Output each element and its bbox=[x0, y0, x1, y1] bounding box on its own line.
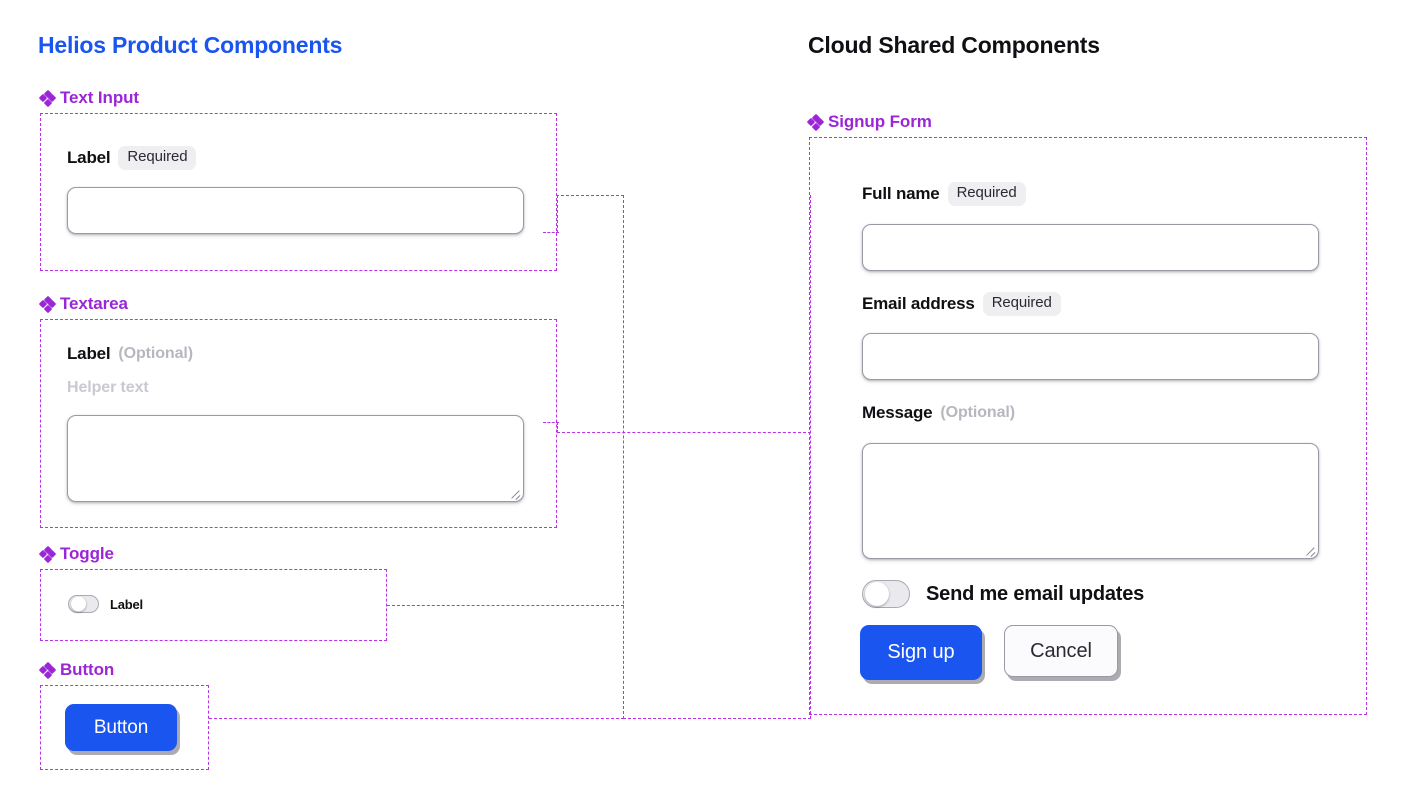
message-textarea[interactable] bbox=[862, 443, 1319, 559]
button-primary-demo[interactable]: Button bbox=[65, 704, 177, 751]
section-heading-button: Button bbox=[38, 660, 115, 680]
field-label: Email address bbox=[862, 293, 975, 313]
field-label: Label bbox=[67, 344, 111, 363]
connector-textinput-tail bbox=[543, 232, 559, 233]
field-label: Label bbox=[67, 147, 111, 167]
field-label-row-email: Email address Required bbox=[862, 292, 1061, 316]
component-box-text-input bbox=[40, 113, 557, 271]
diamond-component-icon bbox=[806, 113, 825, 131]
connector-textarea-tail bbox=[543, 422, 559, 423]
toggle-label: Label bbox=[110, 596, 143, 612]
toggle-knob bbox=[864, 582, 889, 606]
email-updates-toggle-row: Send me email updates bbox=[862, 580, 1144, 608]
full-name-input[interactable] bbox=[862, 224, 1319, 271]
diamond-component-icon bbox=[38, 295, 57, 313]
toggle-knob bbox=[70, 596, 86, 612]
diamond-component-icon bbox=[38, 545, 57, 563]
section-heading-label: Toggle bbox=[60, 544, 114, 563]
toggle-switch-email-updates[interactable] bbox=[862, 580, 910, 608]
field-label-row-textarea: Label (Optional) bbox=[67, 344, 193, 364]
email-input[interactable] bbox=[862, 333, 1319, 380]
section-heading-signup-form: Signup Form bbox=[806, 112, 932, 132]
toggle-label: Send me email updates bbox=[926, 582, 1145, 605]
component-box-signup-form bbox=[809, 137, 1367, 715]
text-input-field[interactable] bbox=[67, 187, 524, 234]
section-heading-label: Text Input bbox=[60, 88, 139, 107]
toggle-switch[interactable] bbox=[68, 595, 99, 613]
connector-trunk-right-vertical bbox=[810, 195, 811, 719]
badge-required: Required bbox=[118, 146, 197, 170]
connector-textinput-vertical-stub bbox=[557, 195, 558, 233]
textarea-field[interactable] bbox=[67, 415, 524, 502]
connector-bottom-rail bbox=[623, 718, 811, 719]
section-heading-text-input: Text Input bbox=[38, 88, 139, 108]
badge-optional: (Optional) bbox=[118, 345, 193, 362]
connector-toggle-horizontal bbox=[387, 605, 624, 606]
field-label-row-text-input: Label Required bbox=[67, 146, 197, 170]
diamond-component-icon bbox=[38, 89, 57, 107]
toggle-row: Label bbox=[68, 595, 143, 613]
section-heading-textarea: Textarea bbox=[38, 294, 128, 314]
connector-trunk-left-vertical bbox=[623, 195, 624, 719]
sign-up-button[interactable]: Sign up bbox=[860, 625, 982, 680]
field-label-row-message: Message (Optional) bbox=[862, 403, 1015, 423]
connector-main-bridge-horizontal bbox=[557, 432, 811, 433]
component-box-textarea bbox=[40, 319, 557, 528]
connector-button-horizontal bbox=[209, 718, 624, 719]
badge-required: Required bbox=[947, 182, 1026, 206]
field-label-row-full-name: Full name Required bbox=[862, 182, 1026, 206]
field-label: Full name bbox=[862, 183, 940, 203]
badge-optional: (Optional) bbox=[940, 404, 1015, 421]
section-heading-label: Signup Form bbox=[828, 112, 932, 131]
component-box-button bbox=[40, 685, 209, 770]
page-title-helios: Helios Product Components bbox=[38, 32, 343, 58]
cancel-button[interactable]: Cancel bbox=[1004, 625, 1118, 677]
section-heading-label: Button bbox=[60, 660, 115, 679]
page-title-cloud: Cloud Shared Components bbox=[808, 32, 1100, 58]
helper-text: Helper text bbox=[67, 379, 149, 396]
section-heading-label: Textarea bbox=[60, 294, 128, 313]
diamond-component-icon bbox=[38, 661, 57, 679]
field-label: Message bbox=[862, 403, 933, 422]
connector-textarea-vertical-stub bbox=[557, 422, 558, 433]
component-box-toggle bbox=[40, 569, 387, 641]
badge-required: Required bbox=[982, 292, 1061, 316]
connector-textinput-horizontal bbox=[556, 195, 624, 196]
section-heading-toggle: Toggle bbox=[38, 544, 114, 564]
